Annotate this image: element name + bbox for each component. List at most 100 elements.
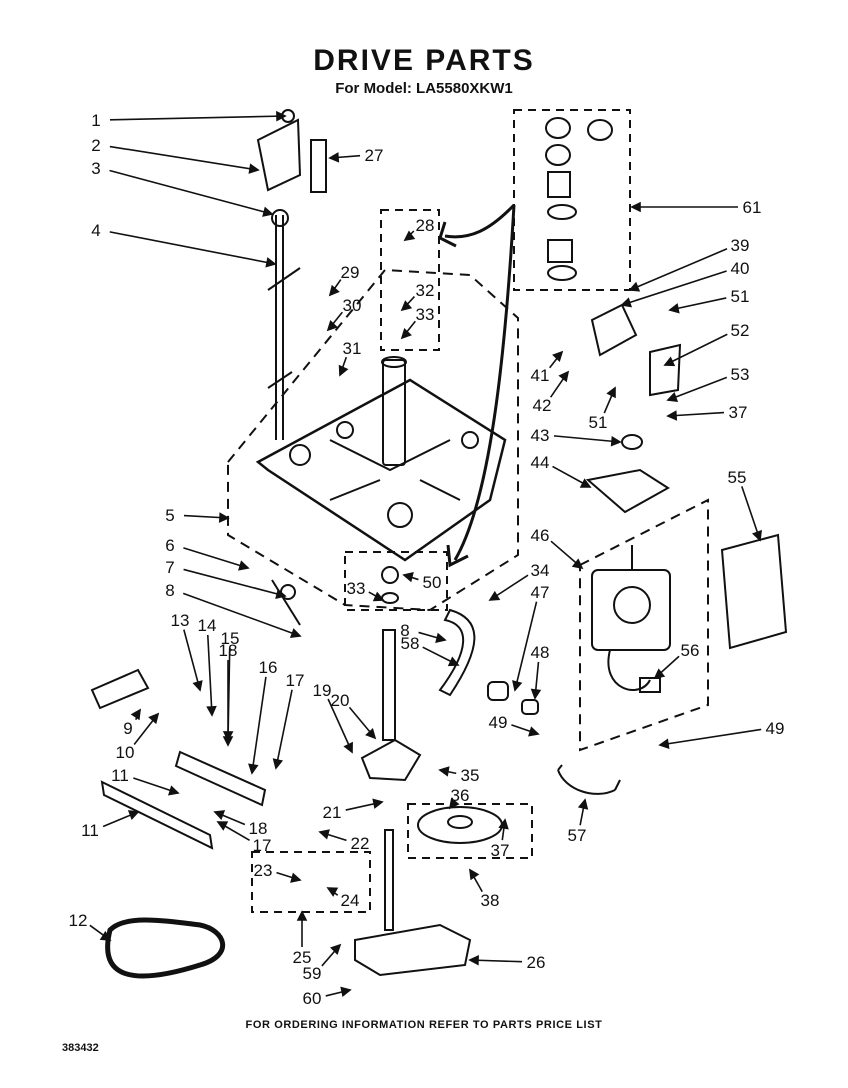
leader-arrowhead-50 xyxy=(402,571,414,583)
callout-number-29: 29 xyxy=(341,263,360,282)
leader-arrowhead-12 xyxy=(99,930,112,941)
leader-arrowhead-9 xyxy=(130,708,141,721)
callout-number-61: 61 xyxy=(743,198,762,217)
leader-arrowhead-42 xyxy=(558,370,570,383)
leader-arrowhead-56 xyxy=(653,668,666,680)
leader-line-53 xyxy=(667,376,728,401)
callout-number-51: 51 xyxy=(731,287,750,306)
leader-line-52 xyxy=(664,333,728,366)
leader-arrowhead-26 xyxy=(468,954,479,966)
leader-line-8 xyxy=(182,592,301,637)
center-tube xyxy=(382,359,406,466)
leader-arrowhead-36 xyxy=(448,797,460,810)
leader-arrowhead-1 xyxy=(276,110,287,122)
callout-number-16: 16 xyxy=(259,658,278,677)
leader-arrowhead-23 xyxy=(290,872,302,883)
leader-line-17 xyxy=(275,689,293,769)
callout-number-23: 23 xyxy=(254,861,273,880)
callout-number-33: 33 xyxy=(416,305,435,324)
base-assembly-outline xyxy=(227,268,519,612)
leader-line-39 xyxy=(629,248,728,291)
leader-line-1 xyxy=(109,115,286,121)
box-46-motor xyxy=(579,498,709,752)
agitator-shaft xyxy=(382,629,396,741)
leader-line-4 xyxy=(109,231,276,265)
leader-arrowhead-2 xyxy=(248,163,260,174)
callout-number-40: 40 xyxy=(731,259,750,278)
clamp-57 xyxy=(557,764,621,795)
callout-number-59: 59 xyxy=(303,964,322,983)
callout-number-28: 28 xyxy=(416,216,435,235)
leader-arrowhead-25 xyxy=(296,910,308,921)
leader-arrowhead-17 xyxy=(272,758,284,770)
leader-line-14 xyxy=(206,634,213,716)
callout-number-55: 55 xyxy=(728,468,747,487)
leader-arrowhead-48 xyxy=(530,688,542,700)
leader-arrowhead-27 xyxy=(328,152,340,163)
leader-arrowhead-28 xyxy=(403,230,416,242)
leader-arrowhead-61 xyxy=(630,201,641,213)
leader-line-51 xyxy=(669,297,727,311)
callout-number-51: 51 xyxy=(589,413,608,432)
leader-line-13 xyxy=(183,629,201,691)
leader-arrowhead-5 xyxy=(218,512,230,523)
leader-arrowhead-51 xyxy=(668,303,680,314)
leader-arrowhead-57 xyxy=(577,798,589,810)
leader-line-7 xyxy=(183,568,286,597)
bracket-9 xyxy=(90,668,150,710)
leader-arrowhead-40 xyxy=(620,297,632,308)
callout-number-30: 30 xyxy=(343,296,362,315)
box-37-38 xyxy=(407,803,533,859)
callout-number-43: 43 xyxy=(531,426,550,445)
callout-number-8: 8 xyxy=(165,581,174,600)
callout-number-41: 41 xyxy=(531,366,550,385)
leader-line-40 xyxy=(621,270,727,306)
callout-number-37: 37 xyxy=(491,841,510,860)
callout-number-38: 38 xyxy=(481,891,500,910)
leader-arrowhead-60 xyxy=(340,986,352,997)
leader-arrowhead-24 xyxy=(326,887,339,897)
leader-arrowhead-34 xyxy=(488,590,501,601)
leader-arrowhead-49 xyxy=(528,726,540,737)
transmission xyxy=(354,923,472,977)
callout-number-13: 13 xyxy=(171,611,190,630)
leader-arrowhead-10 xyxy=(148,712,160,725)
leader-arrowhead-37 xyxy=(666,410,678,421)
callout-number-39: 39 xyxy=(731,236,750,255)
callout-number-31: 31 xyxy=(343,339,362,358)
callout-number-10: 10 xyxy=(116,743,135,762)
callout-number-46: 46 xyxy=(531,526,550,545)
leader-arrowhead-43 xyxy=(610,435,622,447)
callout-number-7: 7 xyxy=(165,558,174,577)
leader-arrowhead-18 xyxy=(222,736,234,747)
leader-arrowhead-13 xyxy=(192,680,203,692)
leader-arrowhead-19 xyxy=(343,741,353,754)
callout-number-9: 9 xyxy=(123,719,132,738)
callout-number-50: 50 xyxy=(423,573,442,592)
bracket-40 xyxy=(590,303,638,357)
leader-line-47 xyxy=(514,601,538,691)
lever-12 xyxy=(100,780,214,850)
leader-arrowhead-41 xyxy=(552,350,564,363)
leader-arrowhead-51 xyxy=(606,386,616,399)
callout-number-53: 53 xyxy=(731,365,750,384)
leader-arrowhead-16 xyxy=(248,763,259,775)
callout-number-47: 47 xyxy=(531,583,550,602)
callout-number-32: 32 xyxy=(416,281,435,300)
callout-number-11: 11 xyxy=(81,821,99,840)
leader-arrowhead-14 xyxy=(206,705,217,717)
leader-arrowhead-35 xyxy=(438,766,450,777)
callout-number-37: 37 xyxy=(729,403,748,422)
box-23-24 xyxy=(251,851,371,913)
leader-arrowhead-6 xyxy=(238,560,250,571)
callout-number-11: 11 xyxy=(111,766,129,785)
leader-line-6 xyxy=(183,547,249,569)
leader-arrowhead-53 xyxy=(666,392,679,402)
leader-arrowhead-3 xyxy=(262,206,274,217)
box-28-33 xyxy=(380,209,440,351)
callout-number-58: 58 xyxy=(401,634,420,653)
document-number: 383432 xyxy=(62,1042,99,1054)
leader-arrowhead-47 xyxy=(512,680,523,692)
leader-line-19 xyxy=(327,698,353,753)
